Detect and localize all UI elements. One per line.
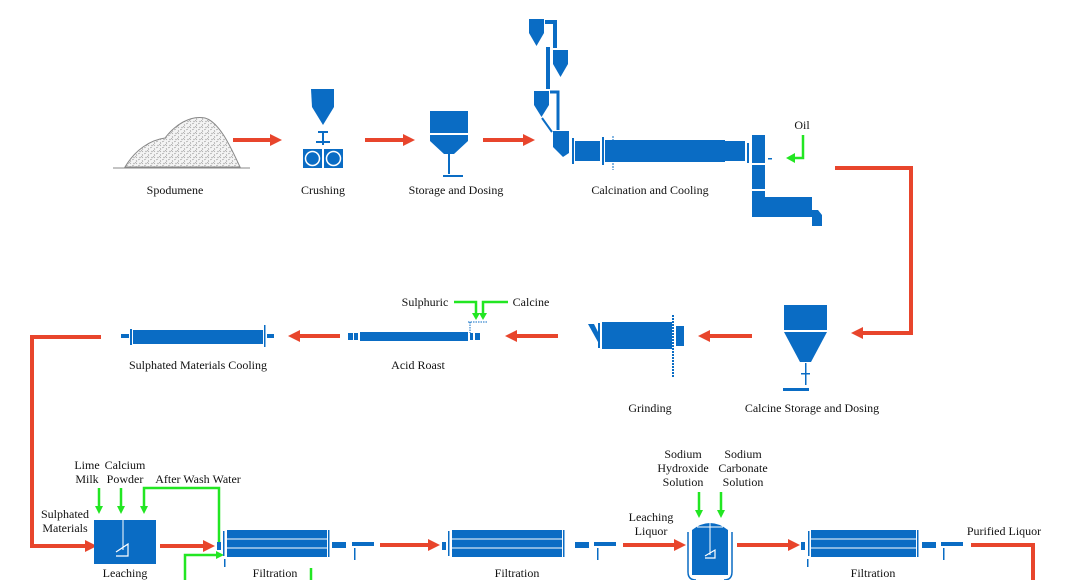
reagent-feed-arrows: [454, 300, 508, 320]
label-cooling: Sulphated Materials Cooling: [129, 358, 267, 372]
label-calcination: Calcination and Cooling: [591, 183, 708, 197]
filter-2: [442, 530, 616, 560]
calcine-storage-bin: [783, 305, 827, 391]
label-grinding: Grinding: [628, 401, 671, 415]
cooling-tube: [121, 325, 274, 347]
reagent-feed-arrows: [95, 486, 313, 580]
grinding-mill: [588, 315, 684, 377]
arrow: [365, 134, 415, 146]
label-purified-liquor: Purified Liquor: [967, 524, 1041, 538]
label-calcine: Calcine: [513, 295, 550, 309]
label-crushing: Crushing: [301, 183, 345, 197]
flow-line-to-calcine-storage: [835, 166, 913, 339]
arrow: [623, 539, 686, 551]
label-calcine-storage: Calcine Storage and Dosing: [745, 401, 879, 415]
label-filtration-1: Filtration: [253, 566, 298, 580]
label-leaching: Leaching: [103, 566, 148, 580]
flow-line-purified: [971, 543, 1035, 580]
label-spodumene: Spodumene: [147, 183, 204, 197]
purification-reactor: [687, 519, 733, 580]
label-storage-dosing: Storage and Dosing: [409, 183, 504, 197]
label-after-wash-water: After Wash Water: [155, 472, 241, 486]
calcination-kiln: [529, 19, 822, 226]
label-oil: Oil: [794, 118, 810, 132]
filter-1: [217, 530, 374, 567]
oil-feed-arrow: [786, 135, 805, 163]
label-acid-roast: Acid Roast: [391, 358, 445, 372]
crusher: [303, 89, 343, 168]
spodumene-pile: [113, 116, 250, 169]
leaching-tank: [94, 520, 156, 564]
acid-roast-kiln: [348, 321, 487, 341]
label-filtration-2: Filtration: [495, 566, 540, 580]
arrow: [288, 330, 340, 342]
reagent-feed-arrows: [695, 492, 725, 518]
label-sulphuric: Sulphuric: [402, 295, 449, 309]
label-filtration-3: Filtration: [851, 566, 896, 580]
arrow: [505, 330, 558, 342]
flow-line-to-leaching: [30, 335, 101, 552]
arrow: [737, 539, 800, 551]
arrow: [380, 539, 440, 551]
arrow: [483, 134, 535, 146]
arrow: [160, 540, 215, 552]
filter-3: [801, 530, 963, 567]
storage-bin: [430, 111, 468, 177]
arrow: [698, 330, 752, 342]
arrow: [233, 134, 282, 146]
